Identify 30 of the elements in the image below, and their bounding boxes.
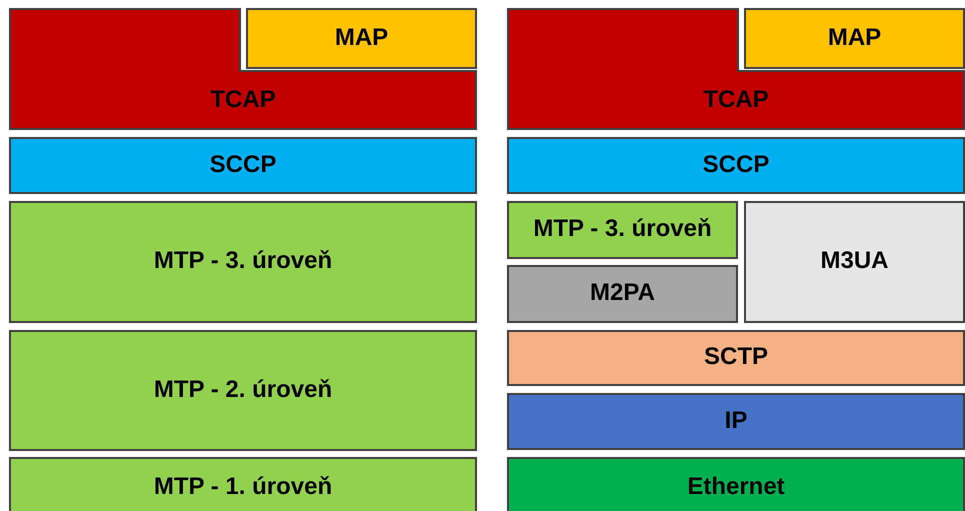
- protocol-layer-shape: [9, 8, 477, 130]
- protocol-layer-box: [9, 330, 477, 451]
- protocol-layer-box: [507, 137, 965, 194]
- protocol-layer-box: [507, 201, 738, 259]
- layer-label: MTP - 3. úroveň: [154, 247, 332, 275]
- layer-label: SCCP: [210, 150, 276, 178]
- protocol-layer-box: [246, 8, 477, 69]
- protocol-layer-shape: [507, 8, 965, 130]
- layer-label: MTP - 1. úroveň: [154, 473, 332, 501]
- layer-label: MAP: [334, 24, 388, 52]
- protocol-layer-box: [507, 457, 965, 511]
- protocol-layer-box: [507, 393, 965, 450]
- layer-label: M3UA: [820, 247, 888, 275]
- protocol-layer-box: [9, 137, 477, 194]
- layer-label: Ethernet: [687, 473, 785, 501]
- layer-label: TCAP: [210, 86, 276, 114]
- protocol-layer-box: [9, 201, 477, 323]
- protocol-layer-box: [744, 8, 965, 69]
- layer-label: MAP: [828, 24, 882, 52]
- layer-label: TCAP: [703, 86, 769, 114]
- layer-label: MTP - 2. úroveň: [154, 376, 332, 404]
- layer-label: M2PA: [590, 279, 655, 307]
- layer-label: SCCP: [702, 150, 770, 178]
- protocol-layer-box: [9, 457, 477, 511]
- protocol-layer-box: [507, 265, 738, 323]
- protocol-layer-box: [744, 201, 965, 323]
- protocol-layer-box: [507, 330, 965, 386]
- layer-label: SCTP: [704, 343, 768, 371]
- layer-label: IP: [724, 406, 748, 434]
- layer-label: MTP - 3. úroveň: [533, 215, 712, 243]
